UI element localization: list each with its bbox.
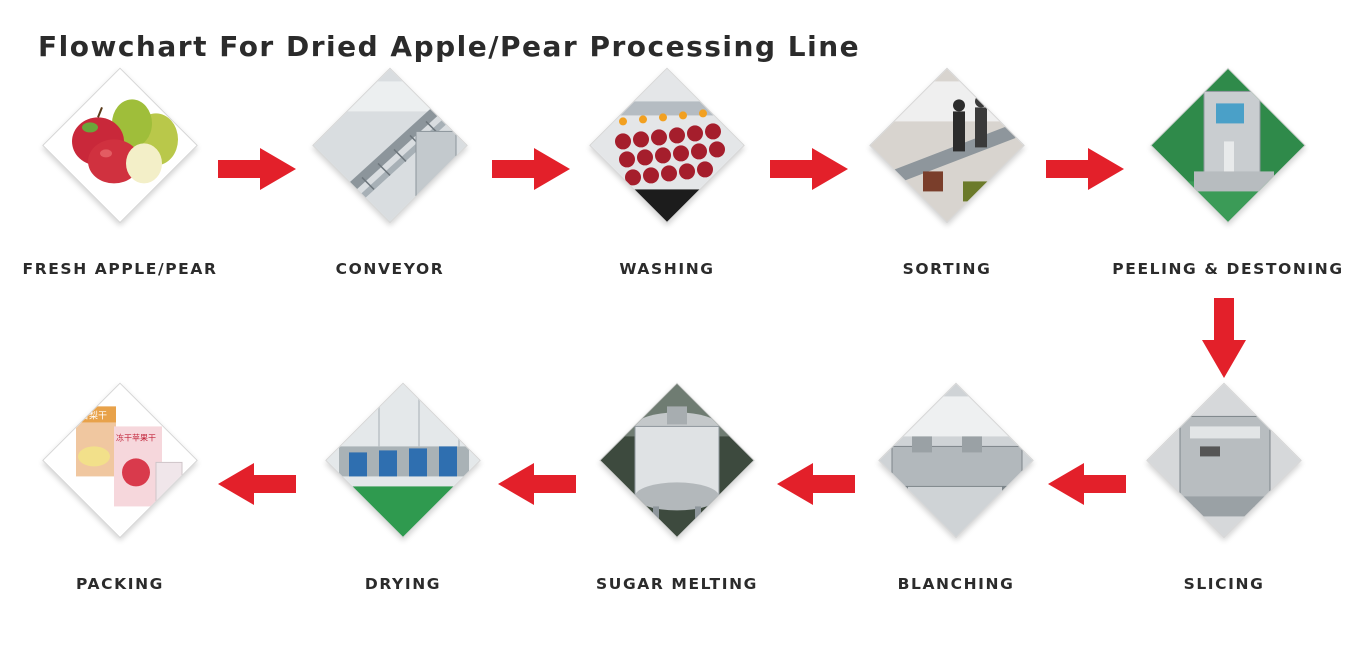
step-washing: WASHING xyxy=(547,67,787,300)
slicing-machine-photo xyxy=(1146,382,1302,539)
step-blanching: BLANCHING xyxy=(836,382,1076,615)
conveyor-photo xyxy=(312,67,468,224)
peeling-machine-photo xyxy=(1150,67,1306,224)
washing-photo xyxy=(589,67,745,224)
step-label: BLANCHING xyxy=(897,575,1015,593)
flowchart-title: Flowchart For Dried Apple/Pear Processin… xyxy=(38,30,861,63)
right-arrow-icon xyxy=(770,148,848,190)
step-sorting: SORTING xyxy=(827,67,1067,300)
right-arrow-icon xyxy=(218,148,296,190)
left-arrow-icon xyxy=(498,463,576,505)
right-arrow-icon xyxy=(1046,148,1124,190)
package-text: 冻干苹果干 xyxy=(116,432,156,442)
left-arrow-icon xyxy=(1048,463,1126,505)
step-slicing: SLICING xyxy=(1104,382,1344,615)
step-fresh-apple-pear: FRESH APPLE/PEAR xyxy=(0,67,240,300)
step-conveyor: CONVEYOR xyxy=(270,67,510,300)
sugar-tank-photo xyxy=(599,382,755,539)
right-arrow-icon xyxy=(492,148,570,190)
step-label: FRESH APPLE/PEAR xyxy=(22,260,218,278)
step-peeling-destoning: PEELING & DESTONING xyxy=(1108,67,1346,300)
package-text: 香梨干 xyxy=(80,409,107,421)
down-arrow-icon xyxy=(1202,298,1246,378)
step-label: SUGAR MELTING xyxy=(596,575,758,593)
sorting-photo xyxy=(869,67,1025,224)
step-packing: 香梨干 冻干苹果干 PACKING xyxy=(0,382,240,615)
left-arrow-icon xyxy=(218,463,296,505)
step-label: PACKING xyxy=(76,575,164,593)
step-label: SORTING xyxy=(902,260,992,278)
step-sugar-melting: SUGAR MELTING xyxy=(557,382,797,615)
step-label: PEELING & DESTONING xyxy=(1112,260,1344,278)
left-arrow-icon xyxy=(777,463,855,505)
step-label: DRYING xyxy=(364,575,442,593)
blanching-machine-photo xyxy=(878,382,1034,539)
step-label: SLICING xyxy=(1183,575,1265,593)
step-label: CONVEYOR xyxy=(335,260,445,278)
step-drying: DRYING xyxy=(283,382,523,615)
packing-photo: 香梨干 冻干苹果干 xyxy=(42,382,198,539)
step-label: WASHING xyxy=(619,260,715,278)
drying-line-photo xyxy=(325,382,481,539)
apple-pear-photo xyxy=(42,67,198,224)
